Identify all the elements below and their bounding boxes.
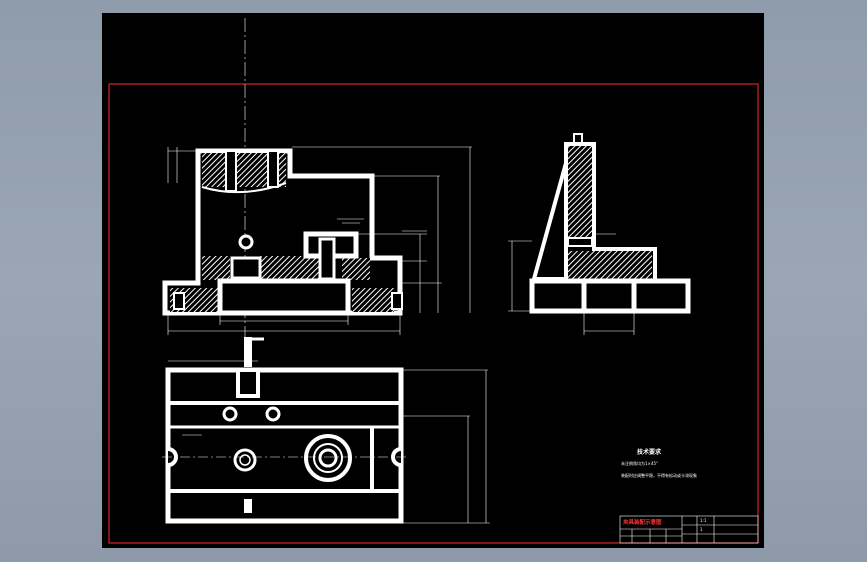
front-base-hatch-right <box>342 258 370 280</box>
side-base <box>529 278 691 314</box>
front-body-outline <box>162 148 403 316</box>
notes-line1: 未注倒角均为1×45° <box>621 460 658 466</box>
front-base-hatch-left <box>202 256 230 280</box>
cad-drawing: 技术要求 未注倒角均为1×45° 装配时应调整平稳，不得有松动或卡滞现象 夹具装… <box>108 18 759 544</box>
drawing-viewport[interactable]: 技术要求 未注倒角均为1×45° 装配时应调整平稳，不得有松动或卡滞现象 夹具装… <box>102 13 764 548</box>
top-view <box>162 337 490 524</box>
notes-title: 技术要求 <box>637 448 662 456</box>
notes-line2: 装配时应调整平稳，不得有松动或卡滞现象 <box>621 472 697 478</box>
side-view <box>508 133 691 335</box>
drawing-frame <box>108 83 759 544</box>
title-block-sheet: 1 <box>700 527 703 532</box>
technical-notes: 技术要求 未注倒角均为1×45° 装配时应调整平稳，不得有松动或卡滞现象 <box>621 448 697 478</box>
front-view <box>162 18 472 348</box>
title-block <box>619 515 759 544</box>
front-base-hatch-center <box>260 256 324 280</box>
title-block-name: 夹具装配示意图 <box>623 518 662 526</box>
top-view-outline <box>165 367 404 524</box>
title-block-scale: 1:1 <box>700 518 707 523</box>
